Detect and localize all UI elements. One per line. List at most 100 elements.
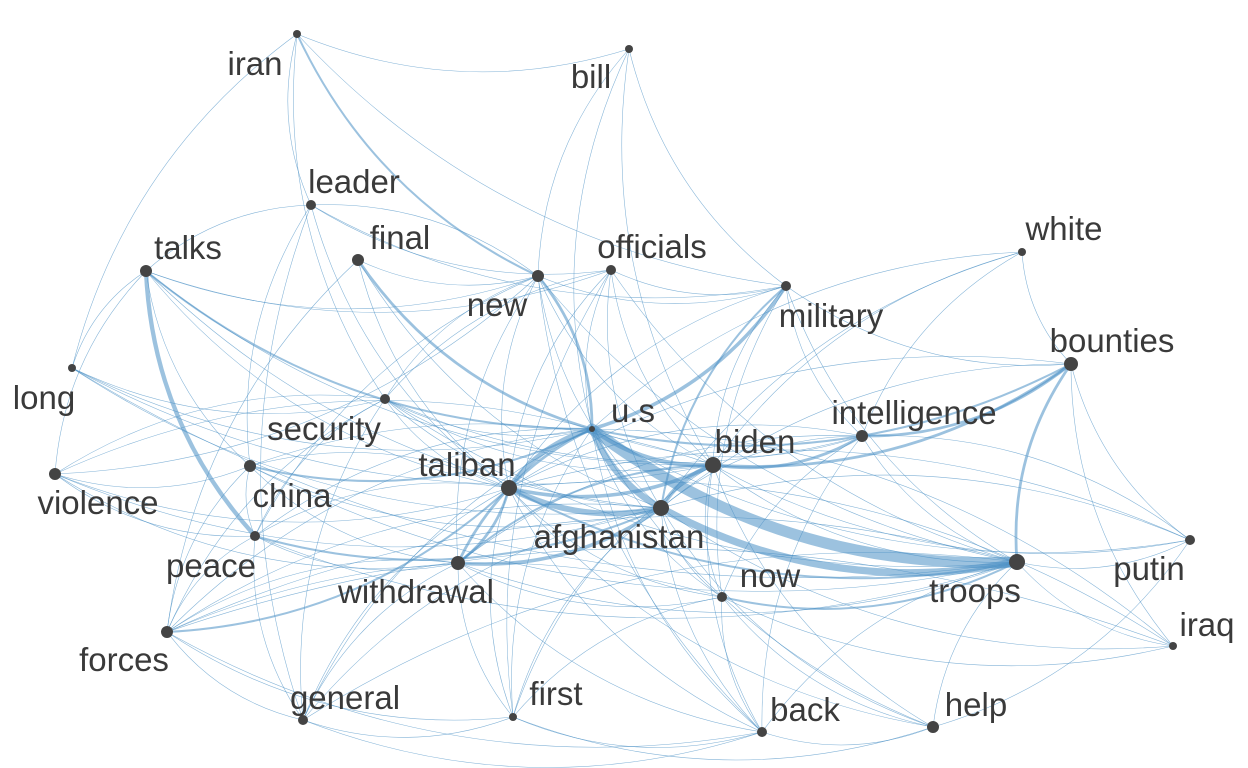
edge-withdrawal-first xyxy=(457,562,514,718)
edge-violence-afghanistan xyxy=(54,473,662,548)
node-first xyxy=(509,713,517,721)
edge-white-intelligence xyxy=(861,251,1023,437)
edge-putin-taliban xyxy=(508,449,1191,541)
edge-security-taliban xyxy=(384,398,510,489)
edge-biden-putin xyxy=(712,464,1191,554)
edge-military-biden xyxy=(712,285,787,466)
edge-first-back xyxy=(512,716,763,748)
node-new xyxy=(532,270,544,282)
edge-new-taliban xyxy=(501,275,539,489)
node-violence xyxy=(49,468,61,480)
edge-troops-help xyxy=(932,561,1018,728)
edge-military-troops xyxy=(785,285,1018,563)
node-label-now: now xyxy=(740,557,801,594)
node-biden xyxy=(705,457,721,473)
edge-afghanistan-general xyxy=(302,507,662,721)
node-label-long: long xyxy=(13,379,75,416)
node-label-leader: leader xyxy=(308,163,400,200)
node-layer xyxy=(49,30,1195,737)
edge-officials-us xyxy=(585,269,612,430)
node-label-afghanistan: afghanistan xyxy=(534,518,705,555)
edge-intelligence-now xyxy=(721,435,863,598)
edge-bounties-putin xyxy=(1070,363,1191,541)
edge-forces-back xyxy=(166,631,763,748)
edge-security-us xyxy=(384,398,593,436)
edge-new-security xyxy=(384,275,539,400)
edge-talks-new xyxy=(145,270,539,310)
edge-now-help xyxy=(721,596,934,728)
edge-now-forces xyxy=(166,562,723,633)
node-label-iran: iran xyxy=(227,45,282,82)
node-label-general: general xyxy=(290,679,400,716)
node-label-first: first xyxy=(529,675,582,712)
edge-first-help xyxy=(512,716,934,761)
edge-troops-general xyxy=(302,552,1018,721)
edge-final-forces xyxy=(166,259,359,633)
edge-us-general xyxy=(302,428,593,721)
edge-now-first xyxy=(512,596,723,718)
node-now xyxy=(717,592,727,602)
edge-us-intelligence xyxy=(591,428,863,458)
edge-afghanistan-first xyxy=(512,507,662,718)
edge-final-afghanistan xyxy=(357,259,662,509)
edge-bounties-iraq xyxy=(1070,363,1174,647)
node-final xyxy=(352,254,364,266)
node-withdrawal xyxy=(451,556,465,570)
edge-intelligence-taliban xyxy=(508,424,863,489)
node-label-taliban: taliban xyxy=(418,446,515,483)
edge-us-back xyxy=(591,428,763,733)
node-label-bill: bill xyxy=(571,58,611,95)
edge-new-peace xyxy=(254,275,539,537)
edge-forces-first xyxy=(166,631,514,721)
edge-military-taliban xyxy=(508,285,787,489)
edge-violence-peace xyxy=(54,473,256,537)
node-label-talks: talks xyxy=(154,229,222,266)
node-label-peace: peace xyxy=(166,547,256,584)
edge-leader-general xyxy=(260,204,312,721)
edge-leader-talks xyxy=(145,204,312,272)
edge-withdrawal-afghanistan xyxy=(456,506,663,566)
edge-us-bounties xyxy=(590,362,1073,447)
node-label-military: military xyxy=(779,297,884,334)
edge-forces-general xyxy=(166,631,304,721)
node-forces xyxy=(161,626,173,638)
edge-iran-new xyxy=(295,32,540,278)
edge-final-us xyxy=(356,258,594,431)
edge-talks-afghanistan xyxy=(145,270,662,509)
edge-withdrawal-troops xyxy=(457,561,1018,614)
edge-long-security xyxy=(71,367,386,415)
node-troops xyxy=(1009,554,1025,570)
edge-officials-afghanistan xyxy=(607,269,662,509)
node-leader xyxy=(306,200,316,210)
edge-us-troops xyxy=(586,423,1023,569)
edge-iran-leader xyxy=(287,33,312,206)
edge-troops-putin xyxy=(1016,539,1191,569)
node-label-new: new xyxy=(467,286,528,323)
node-us xyxy=(589,426,595,432)
edge-taliban-peace xyxy=(254,482,510,537)
edge-military-bounties xyxy=(785,285,1072,366)
edge-forces-taliban xyxy=(165,486,511,634)
edge-violence-new xyxy=(54,275,539,475)
node-security xyxy=(380,394,390,404)
edge-withdrawal-general xyxy=(302,562,459,721)
edge-long-afghanistan xyxy=(71,367,662,515)
node-label-officials: officials xyxy=(597,228,706,265)
edge-military-now xyxy=(716,285,787,598)
edge-us-putin xyxy=(591,428,1191,553)
node-afghanistan xyxy=(653,500,669,516)
edge-putin-intelligence xyxy=(861,435,1191,541)
edge-new-back xyxy=(537,275,763,733)
edge-bill-new xyxy=(537,48,630,277)
edge-iraq-us xyxy=(591,428,1174,647)
node-label-us: u.s xyxy=(611,392,655,429)
edge-now-back xyxy=(721,596,763,733)
node-china xyxy=(244,460,256,472)
node-back xyxy=(757,727,767,737)
node-label-security: security xyxy=(267,410,381,447)
edge-leader-china xyxy=(246,204,312,467)
edge-intelligence-back xyxy=(761,435,863,733)
edge-long-troops xyxy=(71,367,1018,578)
edge-iran-military xyxy=(296,33,787,287)
